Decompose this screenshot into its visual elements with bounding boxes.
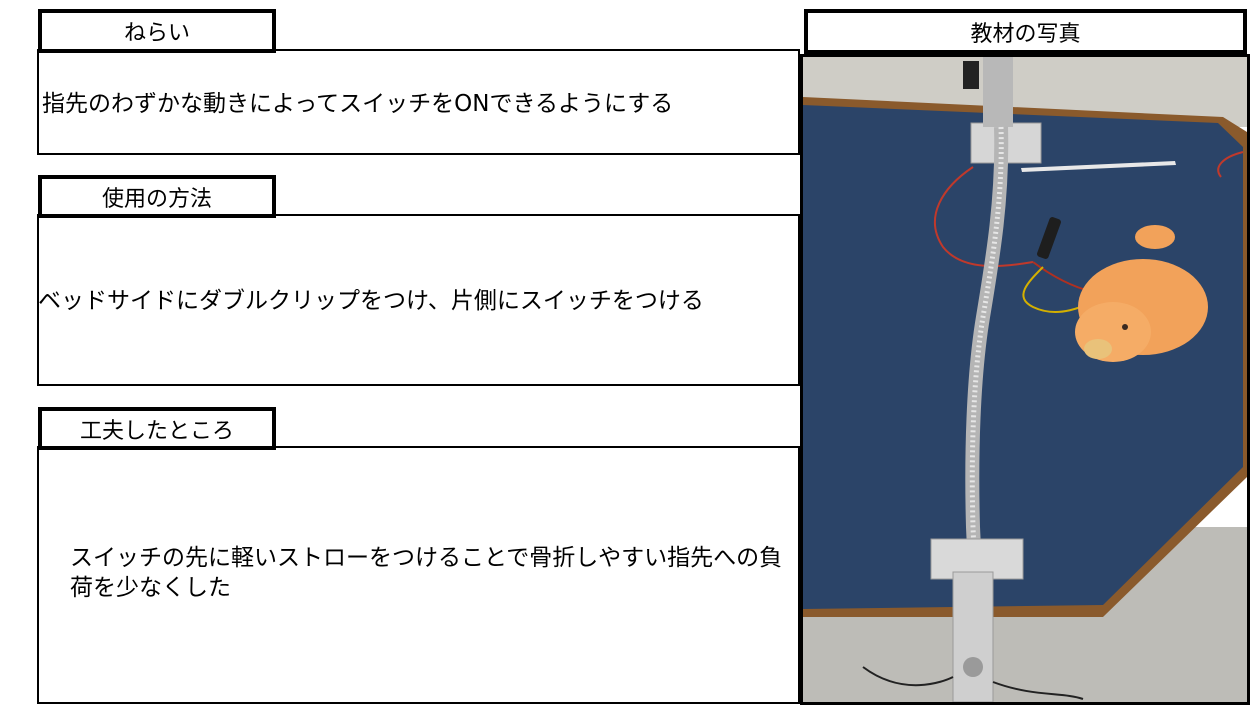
ingenuity-title: 工夫したところ [38, 407, 276, 450]
photo-red-wire-3 [1217, 151, 1244, 178]
photo-title: 教材の写真 [804, 9, 1247, 54]
photo-floor-cable-2 [992, 681, 1084, 700]
ingenuity-text: スイッチの先に軽いストローをつけることで骨折しやすい指先への負荷を少なくした [70, 545, 783, 601]
photo-illustration [803, 57, 1247, 702]
photo-top-stand [983, 57, 1013, 127]
photo-bottom-stand [952, 571, 994, 702]
aim-text: 指先のわずかな動きによってスイッチをONできるようにする [42, 91, 674, 117]
aim-box [37, 49, 800, 155]
photo-red-wire [933, 166, 1034, 268]
photo-table-cloth [803, 105, 1243, 609]
photo-pig-eye [1122, 324, 1128, 330]
photo-top-switch [963, 61, 979, 89]
usage-text: ベッドサイドにダブルクリップをつけ、片側にスイッチをつける [38, 288, 704, 314]
aim-title: ねらい [38, 9, 276, 53]
photo-floor-cable [862, 666, 954, 687]
ingenuity-box [37, 446, 800, 704]
photo-pig-snout [1084, 339, 1112, 359]
usage-box [37, 214, 800, 386]
usage-title: 使用の方法 [38, 175, 276, 218]
material-photo [800, 54, 1250, 705]
photo-ruler [1021, 161, 1176, 172]
photo-connector [1037, 217, 1061, 259]
photo-pig-ear [1135, 225, 1175, 249]
photo-bottom-knob [963, 657, 983, 677]
